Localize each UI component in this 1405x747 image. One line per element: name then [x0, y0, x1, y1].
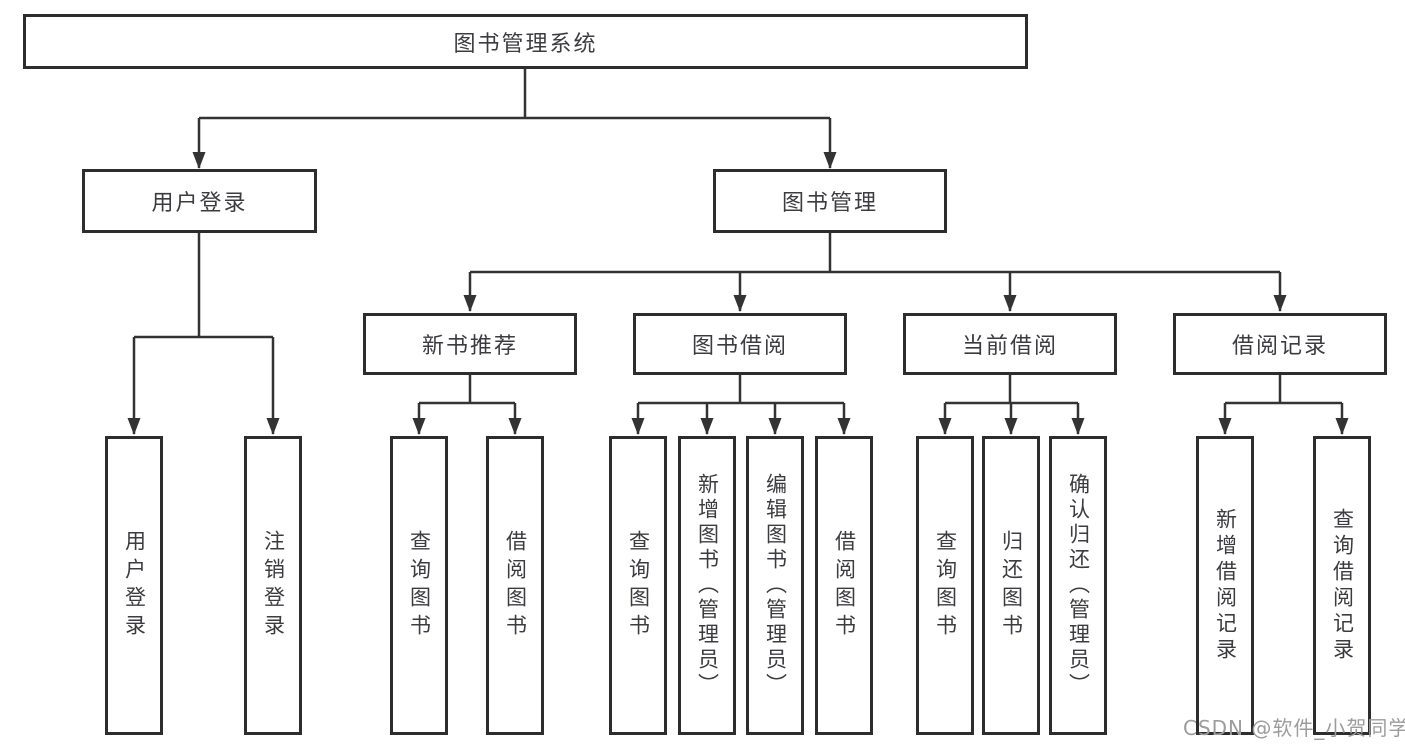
node-book-management-label: 图书管理	[781, 191, 878, 216]
node-user-login: 用户登录	[82, 169, 317, 233]
leaf-user-login: 用户登录	[105, 436, 163, 735]
leaf-borrow-books-new: 借阅图书	[486, 436, 544, 735]
leaf-query-books-borrow-label: 查询图书	[626, 529, 651, 642]
leaf-add-borrow-record-label: 新增借阅记录	[1213, 507, 1238, 664]
node-new-books-label: 新书推荐	[421, 334, 518, 359]
leaf-query-borrow-record-label: 查询借阅记录	[1330, 507, 1355, 664]
leaf-borrow-books-label: 借阅图书	[832, 529, 857, 642]
leaf-edit-books-admin: 编辑图书（管理员）	[746, 436, 804, 735]
leaf-user-login-label: 用户登录	[122, 529, 147, 642]
leaf-query-books-borrow: 查询图书	[609, 436, 667, 735]
watermark-text: CSDN @软件_小贺同学	[1183, 716, 1405, 740]
node-book-management: 图书管理	[713, 169, 947, 233]
node-root-label: 图书管理系统	[453, 31, 598, 57]
leaf-add-books-admin: 新增图书（管理员）	[678, 436, 736, 735]
leaf-query-books-current-label: 查询图书	[933, 529, 958, 642]
leaf-confirm-return-admin: 确认归还（管理员）	[1049, 436, 1107, 735]
leaf-query-borrow-record: 查询借阅记录	[1313, 436, 1371, 735]
leaf-add-borrow-record: 新增借阅记录	[1196, 436, 1254, 735]
node-current-borrowing-label: 当前借阅	[961, 334, 1058, 359]
leaf-confirm-return-admin-label: 确认归还（管理员）	[1066, 473, 1091, 698]
leaf-query-books-current: 查询图书	[916, 436, 974, 735]
node-root-system: 图书管理系统	[23, 14, 1028, 69]
node-new-books: 新书推荐	[363, 313, 577, 375]
leaf-query-books-new: 查询图书	[390, 436, 448, 735]
node-borrow-records-label: 借阅记录	[1231, 334, 1328, 359]
node-book-borrowing: 图书借阅	[633, 313, 847, 375]
connector-group	[127, 69, 1349, 435]
leaf-logout-label: 注销登录	[261, 529, 286, 642]
leaf-add-books-admin-label: 新增图书（管理员）	[695, 473, 720, 698]
leaf-borrow-books: 借阅图书	[815, 436, 873, 735]
leaf-logout: 注销登录	[244, 436, 302, 735]
node-current-borrowing: 当前借阅	[903, 313, 1117, 375]
node-borrow-records: 借阅记录	[1173, 313, 1387, 375]
leaf-query-books-new-label: 查询图书	[407, 529, 432, 642]
leaf-borrow-books-new-label: 借阅图书	[503, 529, 528, 642]
leaf-return-books-label: 归还图书	[999, 529, 1024, 642]
leaf-return-books: 归还图书	[982, 436, 1040, 735]
leaf-edit-books-admin-label: 编辑图书（管理员）	[763, 473, 788, 698]
node-book-borrowing-label: 图书借阅	[691, 334, 788, 359]
node-user-login-label: 用户登录	[151, 191, 248, 216]
